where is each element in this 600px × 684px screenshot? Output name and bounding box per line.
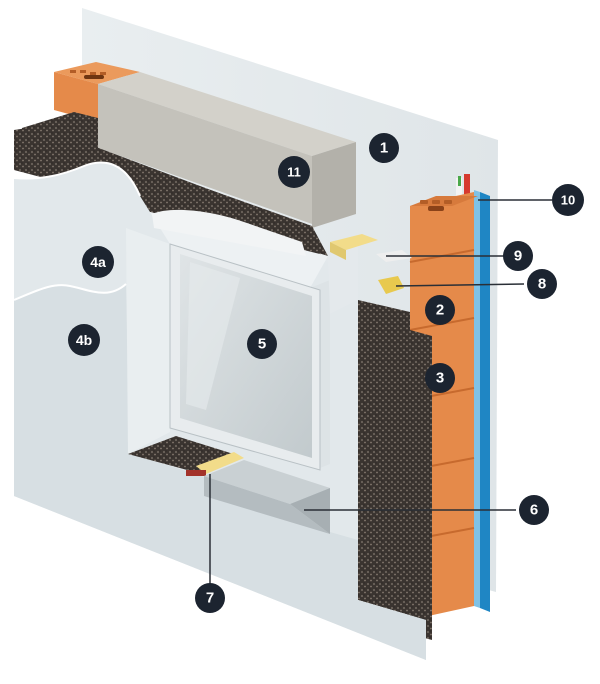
exterior-plaster-4b: [14, 284, 426, 660]
badge-label-3: 3: [436, 370, 444, 387]
window-sill-front: [204, 476, 330, 534]
badge-2: 2: [425, 295, 455, 325]
badge-10: 10: [552, 184, 584, 216]
badge-label-2: 2: [436, 302, 444, 319]
badge-9: 9: [503, 241, 533, 271]
window-reveal-left: [126, 228, 170, 454]
membrane-layer: [480, 192, 490, 612]
head-drip-profile: [152, 209, 306, 256]
badge-4a: 4a: [82, 246, 114, 278]
head-sealing-tape-front: [330, 242, 346, 260]
badge-4b: 4b: [68, 324, 100, 356]
brick-lintel-holes: [70, 70, 106, 79]
brick-lintel-top: [54, 62, 140, 84]
concrete-lintel-top: [98, 72, 356, 156]
badge-label-4a: 4a: [90, 254, 106, 270]
leader-lines: [209, 199, 552, 584]
badge-6: 6: [519, 495, 549, 525]
badge-1: 1: [369, 133, 399, 163]
render-edge-4b: [13, 283, 127, 301]
badge-label-5: 5: [258, 336, 266, 353]
badge-label-7: 7: [206, 590, 214, 607]
concrete-lintel-front: [98, 84, 312, 224]
badge-label-11: 11: [287, 165, 301, 180]
insulation-right-side: [358, 300, 426, 634]
badge-label-4b: 4b: [76, 332, 92, 348]
membrane-layer-edge: [474, 190, 480, 608]
badge-label-6: 6: [530, 502, 538, 519]
brick-lintel-front: [54, 72, 98, 122]
sill-sealing-tape: [196, 452, 244, 474]
glass-reflection: [186, 262, 240, 410]
badge-3: 3: [425, 363, 455, 393]
connection-foam-yellow: [378, 276, 404, 294]
render-edge-4a: [13, 161, 141, 197]
pipe-white: [456, 178, 462, 198]
concrete-lintel-end: [312, 142, 356, 228]
badge-label-8: 8: [538, 276, 546, 293]
sill-red-seal: [186, 470, 206, 476]
badge-label-1: 1: [380, 140, 388, 157]
window-sill-top: [204, 460, 330, 504]
badge-7: 7: [195, 583, 225, 613]
badge-11: 11: [278, 156, 310, 188]
pipe-green: [458, 176, 461, 186]
head-sealing-tape: [330, 234, 378, 250]
badge-label-9: 9: [514, 248, 522, 265]
pipe-red: [464, 174, 470, 198]
badge-8: 8: [527, 269, 557, 299]
badge-5: 5: [247, 329, 277, 359]
badge-label-10: 10: [561, 193, 575, 208]
insulation-right-front: [410, 330, 432, 640]
plaster-return-right: [328, 244, 358, 314]
brick-holes-right: [420, 200, 452, 211]
leader-8: [395, 283, 525, 287]
window-sill-end: [290, 488, 330, 534]
